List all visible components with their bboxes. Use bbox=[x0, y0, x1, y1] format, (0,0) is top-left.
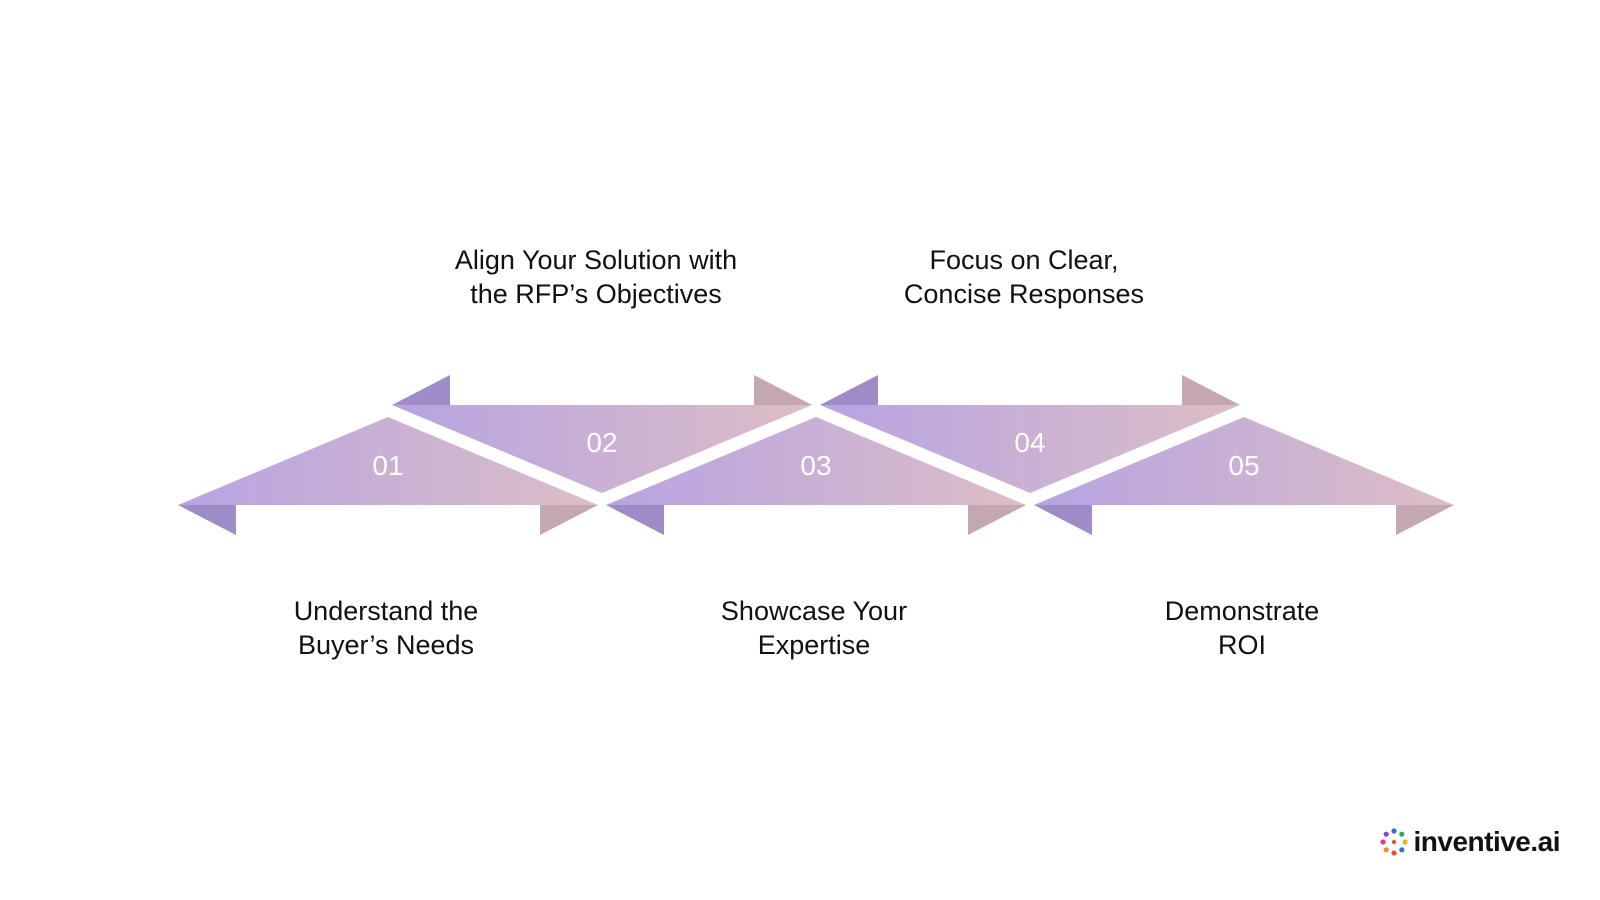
step-03-right-tab bbox=[968, 505, 1026, 535]
step-01-label: Understand the Buyer’s Needs bbox=[293, 596, 479, 660]
step-02-number: 02 bbox=[586, 427, 617, 458]
step-01-right-tab bbox=[540, 505, 598, 535]
step-02-triangle bbox=[392, 405, 812, 493]
sparkle-dots-icon bbox=[1380, 828, 1409, 856]
step-04-label: Focus on Clear, Concise Responses bbox=[903, 245, 1145, 309]
logo-text: inventive.ai bbox=[1413, 826, 1560, 857]
step-02-right-tab bbox=[754, 375, 812, 405]
step-04-left-tab bbox=[820, 375, 878, 405]
step-04-right-tab bbox=[1182, 375, 1240, 405]
step-03-label: Showcase Your Expertise bbox=[720, 596, 908, 660]
step-05-number: 05 bbox=[1228, 450, 1259, 481]
step-02-left-tab bbox=[392, 375, 450, 405]
step-05-right-tab bbox=[1396, 505, 1454, 535]
step-01-number: 01 bbox=[372, 450, 403, 481]
step-05-triangle bbox=[1034, 417, 1454, 505]
step-03-triangle bbox=[606, 417, 1026, 505]
step-01-left-tab bbox=[178, 505, 236, 535]
step-04-number: 04 bbox=[1014, 427, 1045, 458]
step-03-number: 03 bbox=[800, 450, 831, 481]
brand-logo: inventive.ai bbox=[1379, 826, 1560, 858]
step-05-label: Demonstrate ROI bbox=[1164, 596, 1320, 660]
step-03-left-tab bbox=[606, 505, 664, 535]
step-05-left-tab bbox=[1034, 505, 1092, 535]
step-02-label: Align Your Solution with the RFP’s Objec… bbox=[454, 245, 738, 309]
step-01-triangle bbox=[178, 417, 598, 505]
step-04-triangle bbox=[820, 405, 1240, 493]
